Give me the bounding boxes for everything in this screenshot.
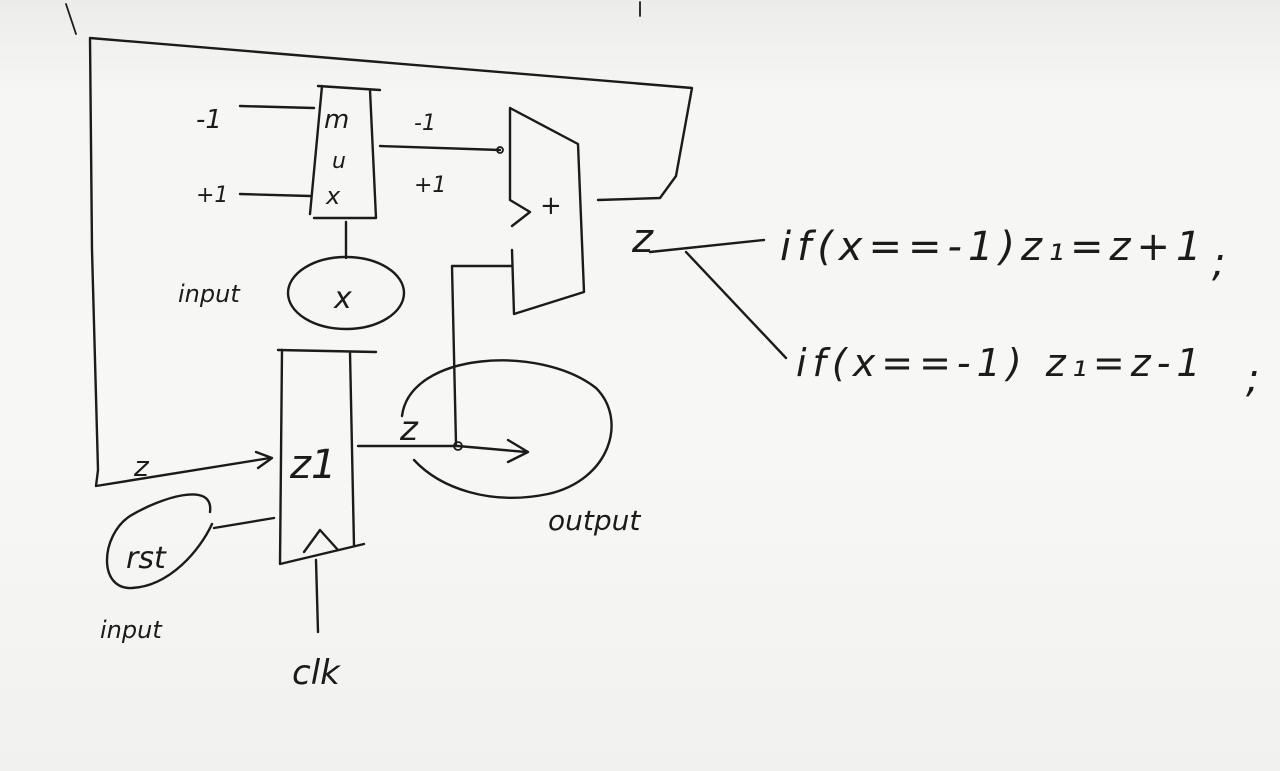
arrow-head: [506, 438, 530, 464]
arrow-head: [254, 450, 274, 470]
mux-output-plus-one: +1: [414, 173, 446, 198]
equation-pointer: [648, 238, 766, 254]
clock-edge-symbol: [302, 528, 340, 554]
output-ellipse: [400, 359, 613, 499]
register-name: z1: [289, 442, 336, 488]
adder-symbol: +: [540, 191, 562, 221]
output-label: output: [548, 504, 641, 537]
junction-dot: [496, 146, 504, 154]
equation-2: if(x==-1) z₁=z-1: [796, 341, 1207, 385]
mux-output-minus-one: -1: [414, 111, 436, 136]
mux-input-wire: [238, 104, 316, 110]
ink-mark: [65, 3, 77, 35]
mux-input-plus-one: +1: [196, 183, 228, 208]
input-x-label: x: [333, 281, 352, 316]
mux-label-u: u: [332, 149, 346, 174]
mux-block: [308, 84, 382, 220]
adder-output-label: z: [631, 216, 654, 262]
equation-1-end: ;: [1212, 240, 1225, 286]
register-feedback-wire: [450, 264, 514, 446]
mux-label-m: m: [324, 105, 349, 135]
mux-output-wire: [378, 144, 502, 152]
mux-label-x: x: [325, 182, 341, 210]
reset-wire: [212, 516, 276, 530]
output-wire: [356, 444, 528, 454]
adder-shape: [508, 106, 586, 316]
reset-name: rst: [126, 541, 167, 576]
reset-ellipse: [105, 493, 214, 590]
equation-2-end: ;: [1246, 356, 1259, 402]
clock-label: clk: [292, 653, 341, 693]
junction-dot: [453, 441, 463, 451]
register-block: [276, 348, 378, 566]
equation-pointer: [684, 250, 788, 360]
input-x-caption: input: [178, 280, 241, 308]
mux-input-wire: [238, 192, 312, 198]
input-x-ellipse: [286, 255, 406, 331]
register-output-label: z: [399, 409, 419, 449]
mux-input-minus-one: -1: [196, 105, 222, 135]
feedback-wire: [88, 36, 694, 488]
clock-wire: [314, 558, 320, 634]
register-input-label: z: [133, 450, 150, 483]
reset-caption: input: [100, 616, 163, 644]
equation-1: if(x==-1)z₁=z+1: [780, 224, 1208, 270]
